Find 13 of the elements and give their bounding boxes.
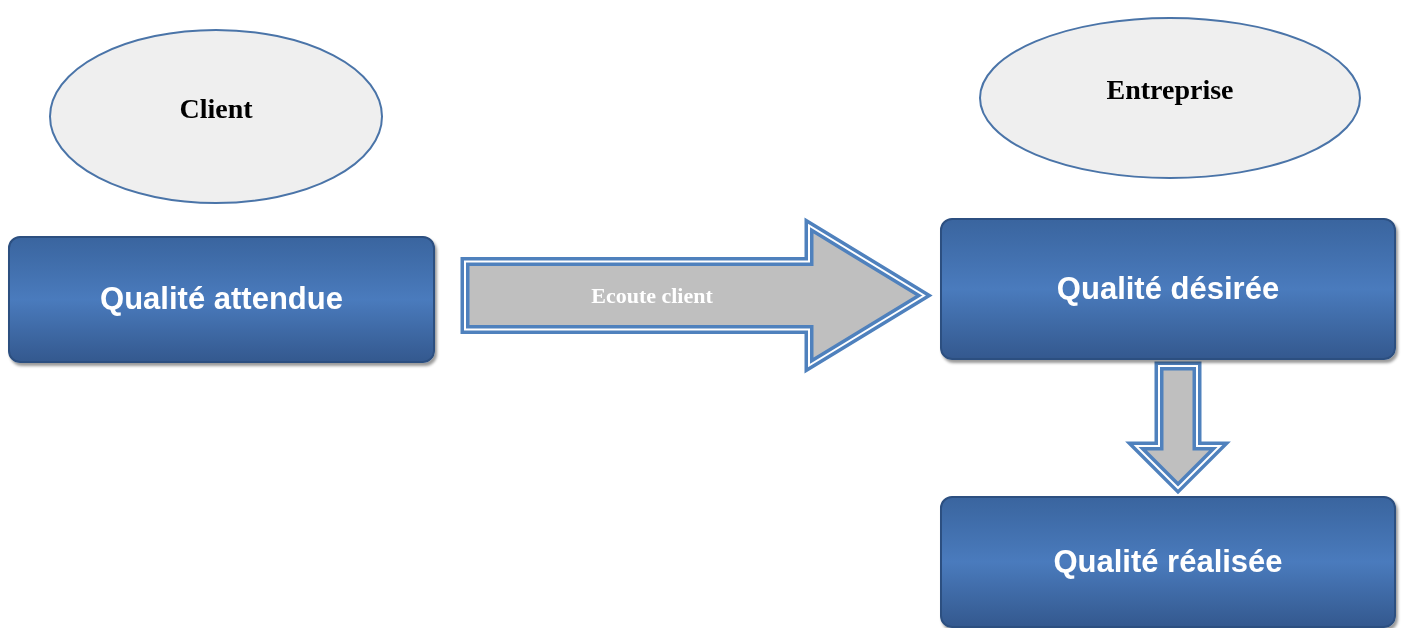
ellipse-label: Client [179, 91, 253, 126]
block-arrow [1125, 361, 1231, 495]
process-box [940, 218, 1396, 360]
ellipse-label: Entreprise [1106, 73, 1234, 107]
block-arrow [460, 217, 933, 374]
ellipse-shape [979, 17, 1361, 179]
process-box [940, 496, 1396, 628]
process-box [8, 236, 435, 363]
box-label: Qualité désirée [1056, 269, 1280, 308]
box-label: Qualité réalisée [1053, 542, 1283, 581]
ellipse-shape [49, 29, 383, 204]
box-label: Qualité attendue [100, 280, 343, 319]
edge-label: Ecoute client [591, 282, 713, 310]
